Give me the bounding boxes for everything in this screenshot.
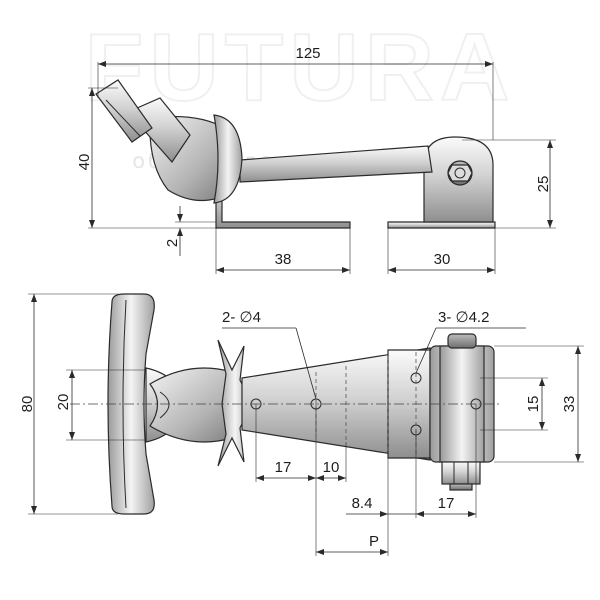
label-holes-left: 2- ∅4	[222, 309, 261, 326]
dim-bracket-length: 30	[434, 251, 451, 268]
dim-spacing-b: 10	[323, 459, 340, 476]
dim-handle-width: 20	[55, 394, 72, 411]
dim-hole-spacing: 15	[525, 396, 542, 413]
top-boot-fold	[159, 391, 170, 419]
side-handle-ridge	[105, 99, 141, 137]
dim-hook-length: 38	[275, 251, 292, 268]
dim-spacing-c: 8.4	[352, 495, 373, 512]
dim-spacing-p: P	[369, 533, 379, 550]
dim-spacing-d: 17	[438, 495, 455, 512]
side-bracket-plate	[387, 221, 496, 229]
top-handle-edge	[122, 299, 127, 509]
side-handle-grip	[95, 79, 153, 143]
side-view	[95, 79, 496, 229]
top-view-dimensions: 80 20 2- ∅4 3- ∅4.2 17 10	[19, 293, 584, 556]
top-view	[70, 293, 500, 515]
dim-spacing-a: 17	[275, 459, 292, 476]
dim-bracket-width: 33	[561, 396, 578, 413]
dim-overall-length: 125	[295, 45, 320, 62]
side-view-dimensions: 125 40 2 38 30 25	[76, 45, 556, 274]
label-holes-right: 3- ∅4.2	[438, 309, 489, 326]
top-rubber-boot	[149, 367, 243, 443]
side-bolt	[447, 160, 473, 186]
dim-total-width: 80	[19, 396, 36, 413]
dim-height: 40	[76, 154, 93, 171]
side-handle-stem	[127, 97, 191, 163]
top-nut	[441, 461, 481, 485]
top-bolt-end	[449, 483, 473, 491]
dim-bracket-height: 25	[535, 176, 552, 193]
dim-plate-thickness: 2	[164, 239, 181, 247]
side-flange	[213, 114, 243, 204]
top-bolt-head	[447, 333, 477, 349]
